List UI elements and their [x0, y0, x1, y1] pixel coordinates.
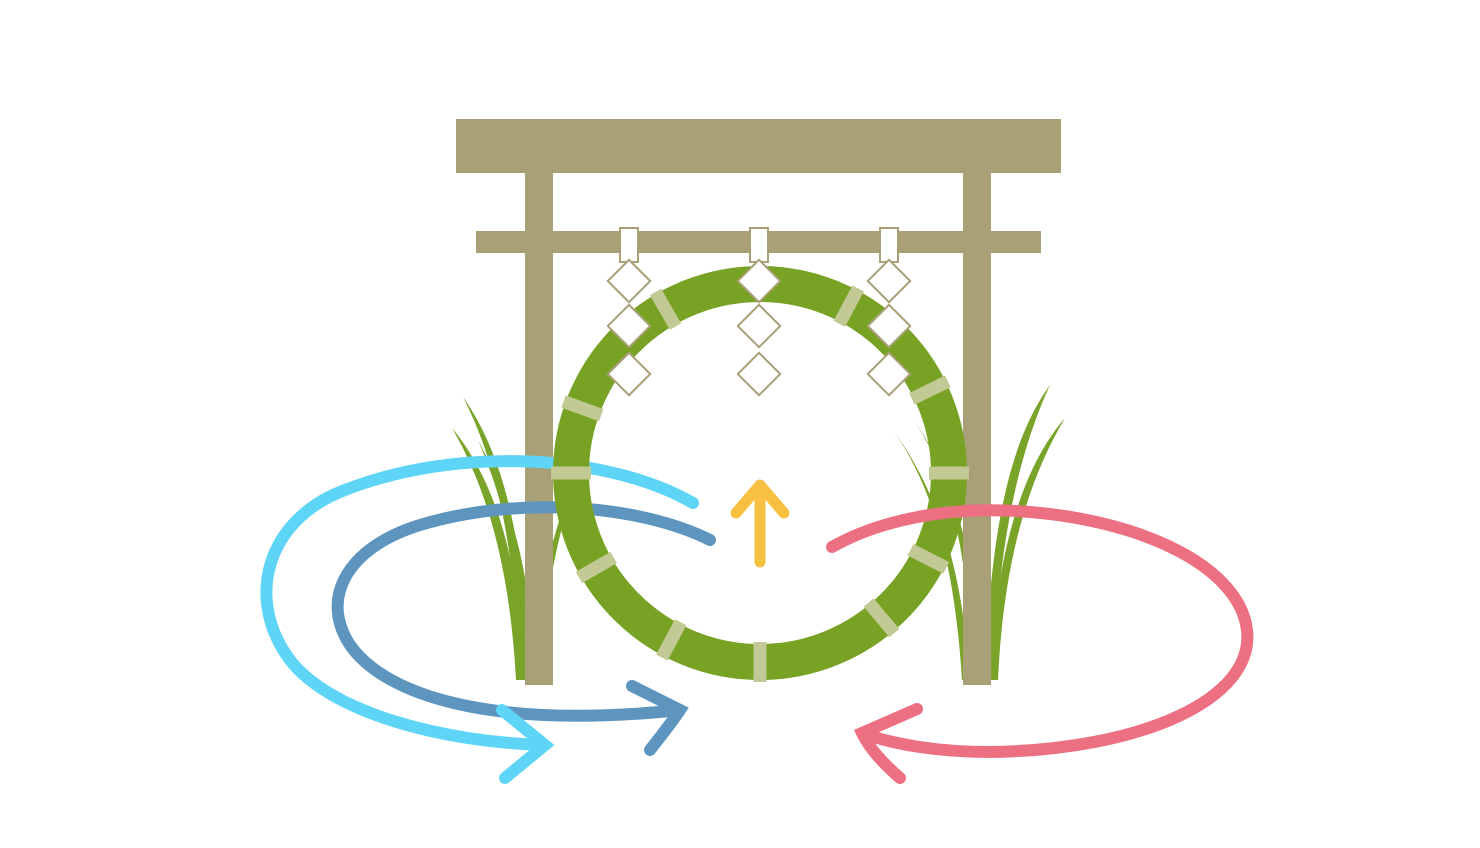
- shide-paper-icon: [866, 227, 912, 397]
- wreath-band: [656, 619, 687, 661]
- wreath-bands: [551, 285, 969, 682]
- loop-right-front: [826, 504, 1254, 784]
- wreath-band: [833, 285, 864, 327]
- torii-right-pillar: [963, 173, 991, 685]
- loop-right-icon: [826, 504, 1254, 759]
- loop-second-left-front: [626, 680, 689, 756]
- wreath-band: [575, 551, 617, 584]
- arrow-up-icon: [730, 479, 790, 568]
- wreath-band: [753, 642, 767, 682]
- torii-left-pillar: [525, 173, 553, 685]
- wreath-band: [551, 466, 591, 480]
- loop-second-left-arrowhead: [626, 680, 689, 756]
- wreath-band: [907, 543, 950, 574]
- loop-right-arrowhead: [853, 703, 923, 784]
- loop-first-left-front: [496, 704, 555, 784]
- loop-first-left-arrowhead: [496, 704, 555, 784]
- torii-gate-icon: [456, 119, 1061, 685]
- shide-paper-icon: [606, 227, 652, 397]
- shide-streamers: [606, 227, 912, 397]
- shide-paper-icon: [736, 227, 782, 397]
- wreath-band: [863, 598, 900, 638]
- wreath-band: [649, 288, 682, 330]
- wreath-band: [909, 375, 951, 405]
- torii-top-beam: [456, 119, 1061, 173]
- wreath-band: [561, 395, 604, 422]
- wreath-band: [929, 466, 969, 480]
